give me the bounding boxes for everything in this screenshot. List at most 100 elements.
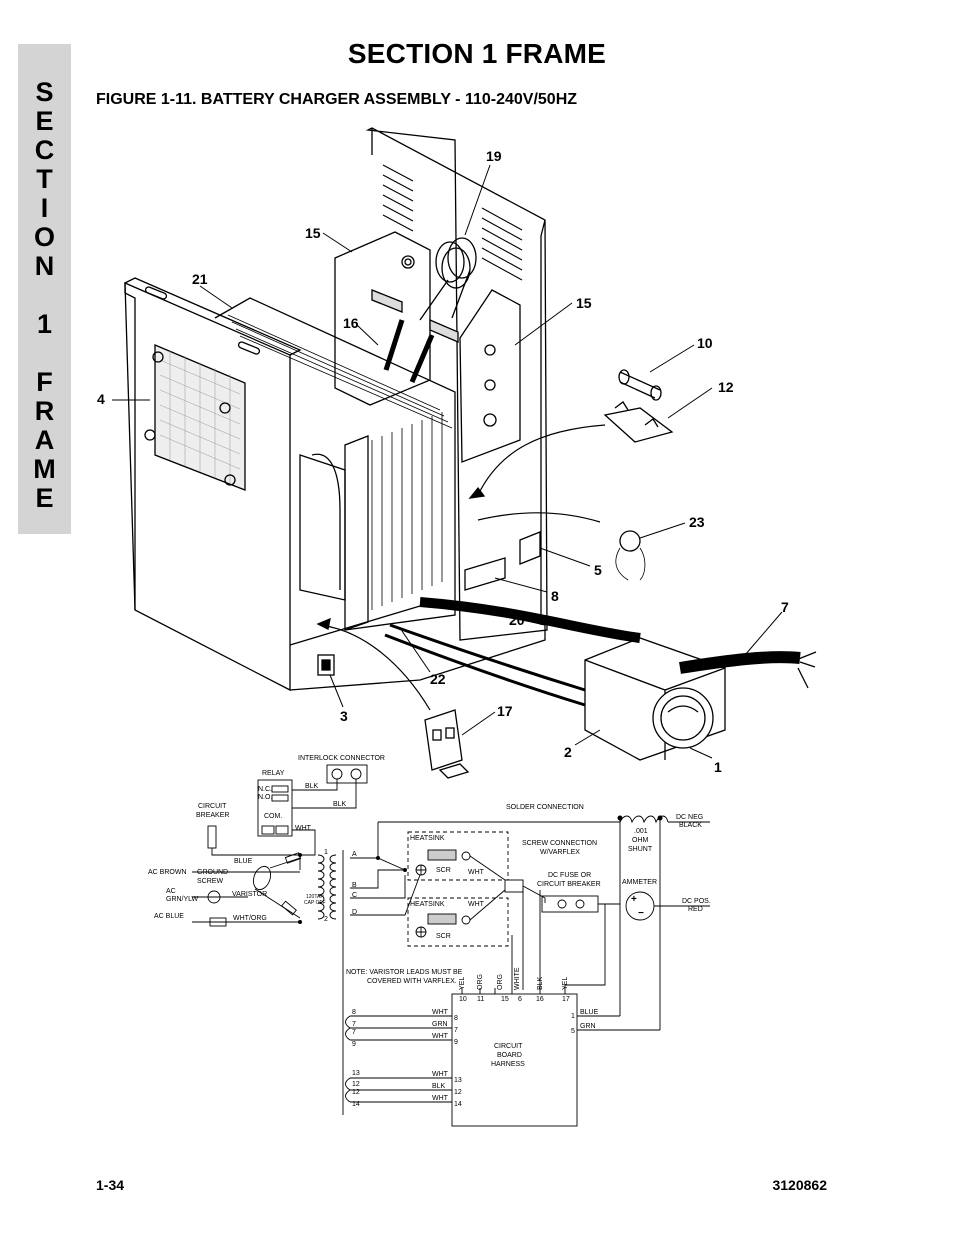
board-pin-8: 8 bbox=[454, 1015, 458, 1022]
pin-16: 16 bbox=[536, 996, 544, 1003]
label-grn-ylw: GRN/YLW bbox=[166, 896, 199, 903]
callout-15-left: 15 bbox=[305, 225, 321, 241]
pin-6: 6 bbox=[518, 996, 522, 1003]
harness-wire-wht-13: WHT bbox=[432, 1071, 449, 1078]
label-dc-neg-2: BLACK bbox=[679, 822, 702, 829]
label-com: COM. bbox=[264, 813, 282, 820]
harness-wire-wht-8: WHT bbox=[432, 1009, 449, 1016]
pin-17: 17 bbox=[562, 996, 570, 1003]
label-wht-h2: WHT bbox=[468, 901, 485, 908]
harness-wire-wht-14: WHT bbox=[432, 1095, 449, 1102]
label-terminal-1: 1 bbox=[324, 849, 328, 856]
label-right-grn: GRN bbox=[580, 1023, 596, 1030]
side-tab-letter: O bbox=[33, 222, 55, 252]
callout-21: 21 bbox=[192, 271, 208, 287]
schematic-labels: INTERLOCK CONNECTOR RELAY N.C. N.O. COM.… bbox=[148, 755, 711, 1108]
section-title: SECTION 1 FRAME bbox=[347, 38, 607, 69]
callout-5: 5 bbox=[594, 562, 602, 578]
side-tab-letter: E bbox=[35, 483, 54, 513]
label-board-3: HARNESS bbox=[491, 1061, 525, 1068]
label-dc-pos-2: RED bbox=[688, 906, 703, 913]
callout-19: 19 bbox=[486, 148, 502, 164]
label-note-2: COVERED WITH VARFLEX. bbox=[367, 978, 457, 985]
side-tab-letter: R bbox=[34, 396, 55, 426]
label-note-1: NOTE: VARISTOR LEADS MUST BE bbox=[346, 969, 463, 976]
exploded-assembly-drawing bbox=[124, 127, 817, 779]
label-wht-h1: WHT bbox=[468, 869, 485, 876]
label-a: A bbox=[352, 851, 357, 858]
label-ac: AC bbox=[166, 888, 176, 895]
callout-22: 22 bbox=[430, 671, 446, 687]
harness-wire-wht-9: WHT bbox=[432, 1033, 449, 1040]
side-tab-letter: I bbox=[40, 193, 49, 223]
label-right-blue: BLUE bbox=[580, 1009, 599, 1016]
side-tab-letter: E bbox=[35, 106, 54, 136]
callout-4: 4 bbox=[97, 391, 105, 407]
callout-23: 23 bbox=[689, 514, 705, 530]
harness-7a: 7 bbox=[352, 1021, 356, 1028]
board-pin-13: 13 bbox=[454, 1077, 462, 1084]
harness-13: 13 bbox=[352, 1070, 360, 1077]
side-tab-letter: F bbox=[36, 367, 53, 397]
side-tab-letter: A bbox=[34, 425, 55, 455]
label-tap-2: CAP OFF bbox=[304, 900, 326, 906]
figure-title: FIGURE 1-11. BATTERY CHARGER ASSEMBLY - … bbox=[96, 91, 578, 108]
label-terminal-2: 2 bbox=[324, 916, 328, 923]
callout-numbers: 19 15 21 15 16 10 4 12 23 5 8 7 20 22 3 … bbox=[97, 148, 789, 775]
label-screw-connection-2: W/VARFLEX bbox=[540, 849, 580, 856]
callout-16: 16 bbox=[343, 315, 359, 331]
board-pin-12: 12 bbox=[454, 1089, 462, 1096]
label-wire-yel-2: YEL bbox=[562, 977, 569, 990]
callout-15-right: 15 bbox=[576, 295, 592, 311]
label-shunt-2: OHM bbox=[632, 837, 649, 844]
label-tap-1: 120TAP bbox=[306, 894, 324, 900]
label-circuit-breaker-2: BREAKER bbox=[196, 812, 229, 819]
board-pin-14: 14 bbox=[454, 1101, 462, 1108]
wiring-schematic bbox=[192, 764, 710, 1127]
label-ac-brown: AC BROWN bbox=[148, 869, 187, 876]
label-heatsink-1: HEATSINK bbox=[410, 835, 445, 842]
page-number: 1-34 bbox=[96, 1177, 125, 1193]
side-tab-letter: 1 bbox=[36, 309, 53, 339]
label-scr-2: SCR bbox=[436, 933, 451, 940]
harness-12b: 12 bbox=[352, 1089, 360, 1096]
schematic-dots bbox=[298, 815, 663, 924]
callout-1: 1 bbox=[714, 759, 722, 775]
harness-12a: 12 bbox=[352, 1081, 360, 1088]
label-ac-blue: AC BLUE bbox=[154, 913, 184, 920]
leader-lines bbox=[112, 164, 783, 759]
label-wire-white: WHITE bbox=[514, 967, 521, 990]
label-dc-neg-1: DC NEG bbox=[676, 814, 703, 821]
label-wht-org: WHT/ORG bbox=[233, 915, 267, 922]
callout-20: 20 bbox=[509, 612, 525, 628]
label-blk-1: BLK bbox=[305, 783, 319, 790]
label-blue: BLUE bbox=[234, 858, 253, 865]
label-dc-pos-1: DC POS. bbox=[682, 898, 711, 905]
callout-12: 12 bbox=[718, 379, 734, 395]
label-board-2: BOARD bbox=[497, 1052, 522, 1059]
side-tab-letter: S bbox=[35, 77, 54, 107]
label-wht-relay: WHT bbox=[295, 825, 312, 832]
label-shunt-3: SHUNT bbox=[628, 846, 653, 853]
callout-17: 17 bbox=[497, 703, 513, 719]
label-dc-fuse-1: DC FUSE OR bbox=[548, 872, 591, 879]
label-c: C bbox=[352, 892, 357, 899]
label-nc: N.C. bbox=[258, 786, 272, 793]
harness-8: 8 bbox=[352, 1009, 356, 1016]
side-tab-letter: T bbox=[36, 164, 53, 194]
label-dc-fuse-2: CIRCUIT BREAKER bbox=[537, 881, 601, 888]
side-tab-letter: C bbox=[34, 135, 55, 165]
harness-wire-blk-12: BLK bbox=[432, 1083, 446, 1090]
label-wire-yel-1: YEL bbox=[459, 977, 466, 990]
board-pin-7: 7 bbox=[454, 1027, 458, 1034]
label-scr-1: SCR bbox=[436, 867, 451, 874]
label-varistor: VARISTOR bbox=[232, 891, 267, 898]
pin-15: 15 bbox=[501, 996, 509, 1003]
label-ground-2: SCREW bbox=[197, 878, 223, 885]
label-b: B bbox=[352, 882, 357, 889]
pin-10: 10 bbox=[459, 996, 467, 1003]
board-pin-9: 9 bbox=[454, 1039, 458, 1046]
